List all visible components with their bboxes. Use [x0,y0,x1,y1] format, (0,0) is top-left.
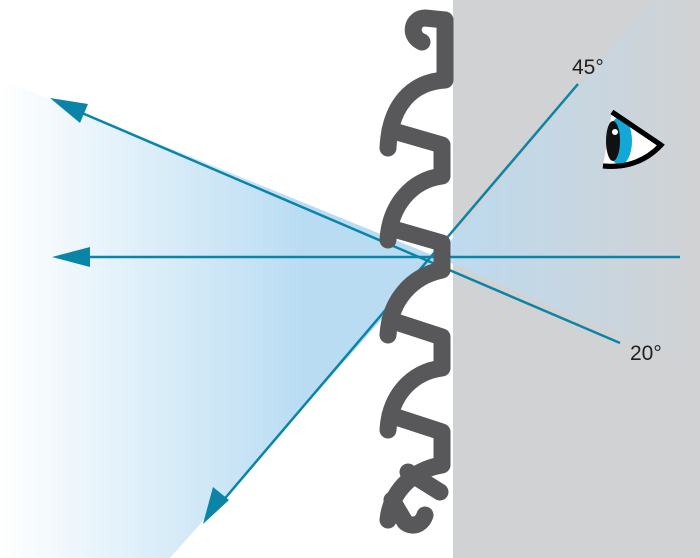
arrow-icon [52,247,90,267]
arrow-icon [50,98,88,123]
eye-icon [602,109,665,169]
label-20-degrees: 20° [630,342,662,365]
arrow-icon [203,487,229,524]
reflected-beam [437,0,700,370]
ray-20deg [67,105,621,345]
incident-beam [0,85,437,558]
label-45-degrees: 45° [572,56,604,79]
wall-profile [379,9,454,534]
